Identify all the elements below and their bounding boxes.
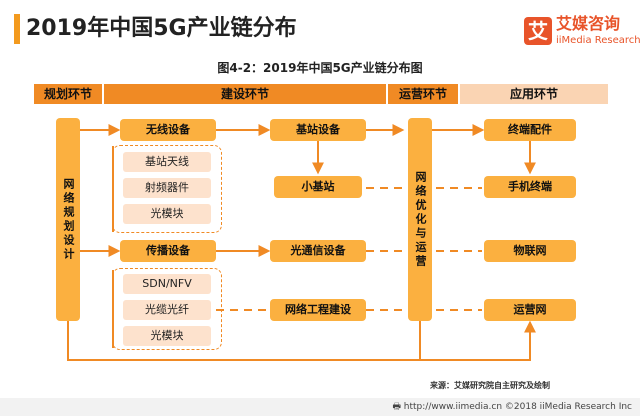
source-note: 来源：艾媒研究院自主研究及绘制 xyxy=(430,381,550,390)
footer-bar xyxy=(0,398,640,416)
transmission-components-group xyxy=(112,268,222,350)
stage-construction: 建设环节 xyxy=(104,84,386,104)
node-network-optimization: 网络优化与运营 xyxy=(408,118,432,321)
node-iot: 物联网 xyxy=(484,240,576,262)
figure-title: 图4-2：2019年中国5G产业链分布图 xyxy=(217,61,423,75)
node-base-station-equipment: 基站设备 xyxy=(270,119,366,141)
node-network-planning: 网络规划设计 xyxy=(56,118,80,321)
wireless-components-group xyxy=(112,145,222,233)
title-accent-bar xyxy=(14,14,20,44)
page-title: 2019年中国5G产业链分布 xyxy=(26,16,297,41)
component-optical-module-2: 光模块 xyxy=(123,326,211,346)
node-terminal-accessories: 终端配件 xyxy=(484,119,576,141)
component-fiber-cable: 光缆光纤 xyxy=(123,300,211,320)
node-optical-communication-equipment: 光通信设备 xyxy=(270,240,366,262)
component-sdn-nfv: SDN/NFV xyxy=(123,274,211,294)
brand-name-en: iiMedia Research xyxy=(556,35,640,46)
component-base-antenna: 基站天线 xyxy=(123,152,211,172)
node-wireless-equipment: 无线设备 xyxy=(120,119,216,141)
stage-planning: 规划环节 xyxy=(34,84,102,104)
node-transmission-equipment: 传播设备 xyxy=(120,240,216,262)
node-label: 网络优化与运营 xyxy=(414,170,427,269)
stage-operation: 运营环节 xyxy=(388,84,458,104)
brand-name: 艾媒咨询 xyxy=(556,14,621,33)
footer-credit: 🖶 http://www.iimedia.cn ©2018 iiMedia Re… xyxy=(392,402,632,412)
node-mobile-terminal: 手机终端 xyxy=(484,176,576,198)
stage-application: 应用环节 xyxy=(460,84,608,104)
node-operator-network: 运营网 xyxy=(484,299,576,321)
arrow-plan-to-operator xyxy=(67,320,536,361)
node-label: 网络规划设计 xyxy=(62,177,75,262)
component-optical-module: 光模块 xyxy=(123,204,211,224)
component-rf-device: 射频器件 xyxy=(123,178,211,198)
node-small-cell: 小基站 xyxy=(274,176,362,198)
brand-logo-icon: 艾 xyxy=(524,17,552,45)
node-network-engineering: 网络工程建设 xyxy=(270,299,366,321)
